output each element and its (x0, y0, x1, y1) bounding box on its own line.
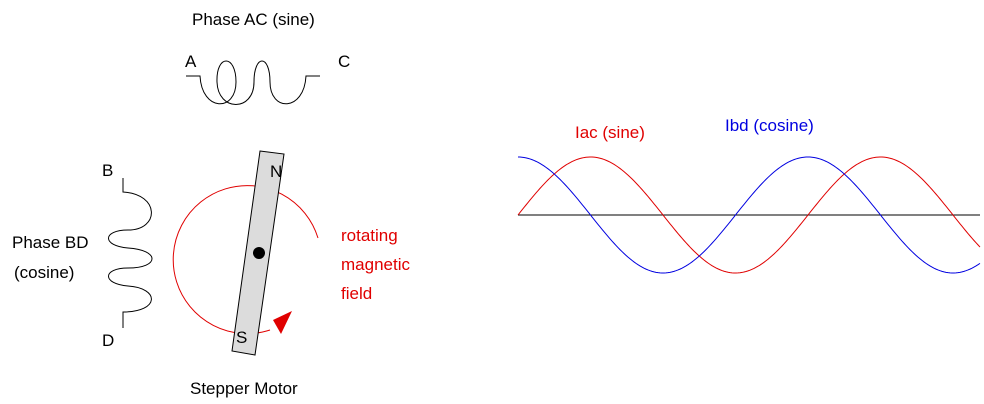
field-label-line2: magnetic (341, 255, 410, 274)
terminal-d-label: D (102, 331, 114, 350)
terminal-a-label: A (185, 52, 197, 71)
iac-label: Iac (sine) (575, 123, 645, 142)
rotor-magnet: N S (231, 150, 285, 356)
ibd-cosine-curve (517, 156, 981, 274)
rotating-field: rotating magnetic field (172, 185, 410, 335)
field-label-line1: rotating (341, 226, 398, 245)
phase-ac-coil: Phase AC (sine) A C (185, 10, 350, 105)
phase-bd-winding (108, 178, 153, 328)
phase-bd-title-line1: Phase BD (12, 233, 89, 252)
terminal-b-label: B (102, 161, 113, 180)
phase-ac-winding (186, 60, 320, 105)
phase-bd-coil: B D Phase BD (cosine) (12, 161, 153, 350)
north-pole-label: N (270, 162, 282, 181)
field-arc (172, 185, 319, 335)
south-pole-label: S (236, 328, 247, 347)
field-arrow-icon (273, 311, 292, 334)
ibd-label: Ibd (cosine) (725, 116, 814, 135)
iac-sine-curve (517, 156, 981, 274)
phase-bd-title-line2: (cosine) (14, 263, 74, 282)
rotor-pivot (253, 247, 265, 259)
phase-ac-title: Phase AC (sine) (192, 10, 315, 29)
stepper-motor-caption: Stepper Motor (190, 379, 298, 398)
waveform-plot: Iac (sine) Ibd (cosine) (517, 116, 981, 274)
field-label-line3: field (341, 284, 372, 303)
terminal-c-label: C (338, 52, 350, 71)
